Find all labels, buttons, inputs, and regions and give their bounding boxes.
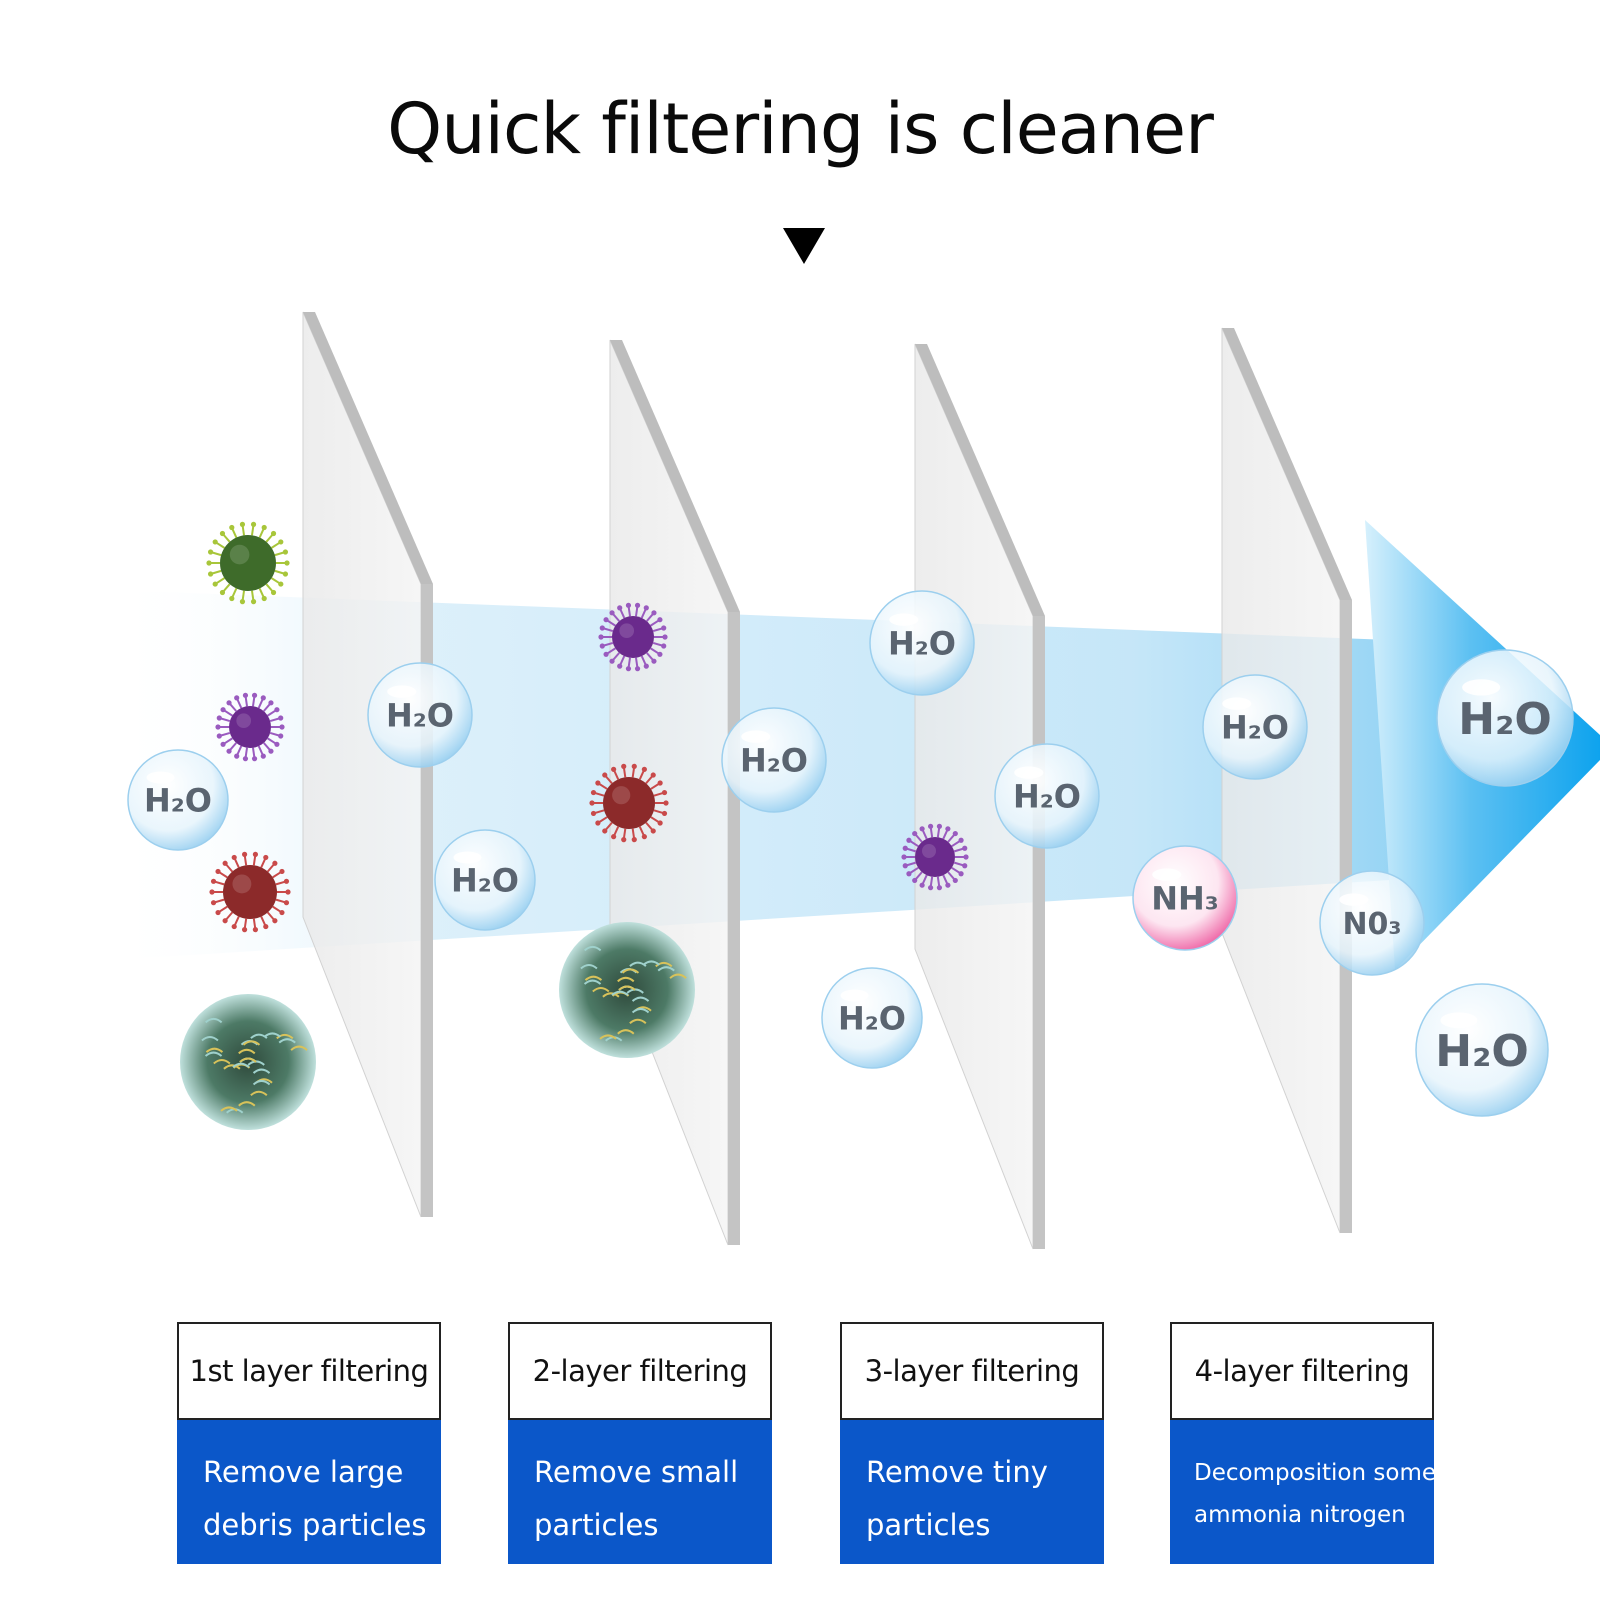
layer-card-4: 4-layer filtering Decomposition some amm… xyxy=(1170,1322,1436,1564)
molecule-label: H₂O xyxy=(740,742,808,780)
water-molecule-bubble: H₂O xyxy=(1436,649,1574,787)
ammonia-molecule-bubble: NH₃ xyxy=(1132,845,1238,951)
molecule-label: H₂O xyxy=(1458,694,1552,745)
molecule-label: H₂O xyxy=(386,697,454,735)
water-molecule-bubble: H₂O xyxy=(1202,674,1308,780)
bacteria-cluster-icon xyxy=(180,994,316,1130)
page-title: Quick filtering is cleaner xyxy=(387,88,1214,170)
filter-panels xyxy=(302,311,1352,1250)
water-molecule-bubble: H₂O xyxy=(127,749,229,851)
molecule-label: H₂O xyxy=(888,625,956,663)
water-molecule-bubble: H₂O xyxy=(721,707,827,813)
water-molecule-bubble: H₂O xyxy=(821,967,923,1069)
layer-card-description: Remove small particles xyxy=(508,1420,772,1564)
nitrate-molecule-bubble: N0₃ xyxy=(1319,870,1425,976)
water-molecule-bubble: H₂O xyxy=(367,662,473,768)
filter-panel-4 xyxy=(1221,327,1352,1234)
layer-card-title: 4-layer filtering xyxy=(1170,1322,1434,1420)
layer-card-3: 3-layer filtering Remove tiny particles xyxy=(840,1322,1104,1564)
down-arrow-icon xyxy=(783,228,825,264)
purple-virus-icon xyxy=(598,602,668,672)
layer-card-title: 1st layer filtering xyxy=(177,1322,441,1420)
red-virus-icon xyxy=(589,763,669,843)
molecule-label: H₂O xyxy=(1435,1026,1529,1077)
molecule-label: H₂O xyxy=(1221,709,1289,747)
molecule-label: H₂O xyxy=(144,782,212,820)
layer-card-description: Remove large debris particles xyxy=(177,1420,441,1564)
green-virus-icon xyxy=(206,521,290,605)
layer-card-description: Decomposition some ammonia nitrogen xyxy=(1170,1420,1436,1564)
purple-virus-icon xyxy=(215,692,285,762)
particles xyxy=(180,521,969,1130)
molecule-label: H₂O xyxy=(838,1000,906,1038)
layer-card-1: 1st layer filtering Remove large debris … xyxy=(177,1322,441,1564)
red-virus-icon xyxy=(209,851,291,933)
layer-card-title: 2-layer filtering xyxy=(508,1322,772,1420)
molecule-label: NH₃ xyxy=(1151,880,1219,918)
molecule-label: H₂O xyxy=(1013,778,1081,816)
molecule-bubbles: H₂O H₂O H₂O H₂O H₂O H₂O H₂O H₂O H₂O H₂O NH₃ N0₃ xyxy=(127,590,1574,1117)
layer-card-title: 3-layer filtering xyxy=(840,1322,1104,1420)
filtration-diagram: H₂O H₂O H₂O H₂O H₂O H₂O H₂O H₂O H₂O H₂O NH₃ N0₃ xyxy=(110,311,1600,1250)
molecule-label: H₂O xyxy=(451,862,519,900)
filter-panel-3 xyxy=(914,343,1045,1250)
bacteria-cluster-icon xyxy=(559,922,695,1058)
water-molecule-bubble: H₂O xyxy=(869,590,975,696)
layer-card-2: 2-layer filtering Remove small particles xyxy=(508,1322,772,1564)
filter-panel-1 xyxy=(302,311,433,1218)
layer-card-description: Remove tiny particles xyxy=(840,1420,1104,1564)
purple-virus-icon xyxy=(901,823,969,891)
water-molecule-bubble: H₂O xyxy=(434,829,536,931)
molecule-label: N0₃ xyxy=(1342,907,1401,942)
water-molecule-bubble: H₂O xyxy=(1415,983,1549,1117)
water-molecule-bubble: H₂O xyxy=(994,743,1100,849)
